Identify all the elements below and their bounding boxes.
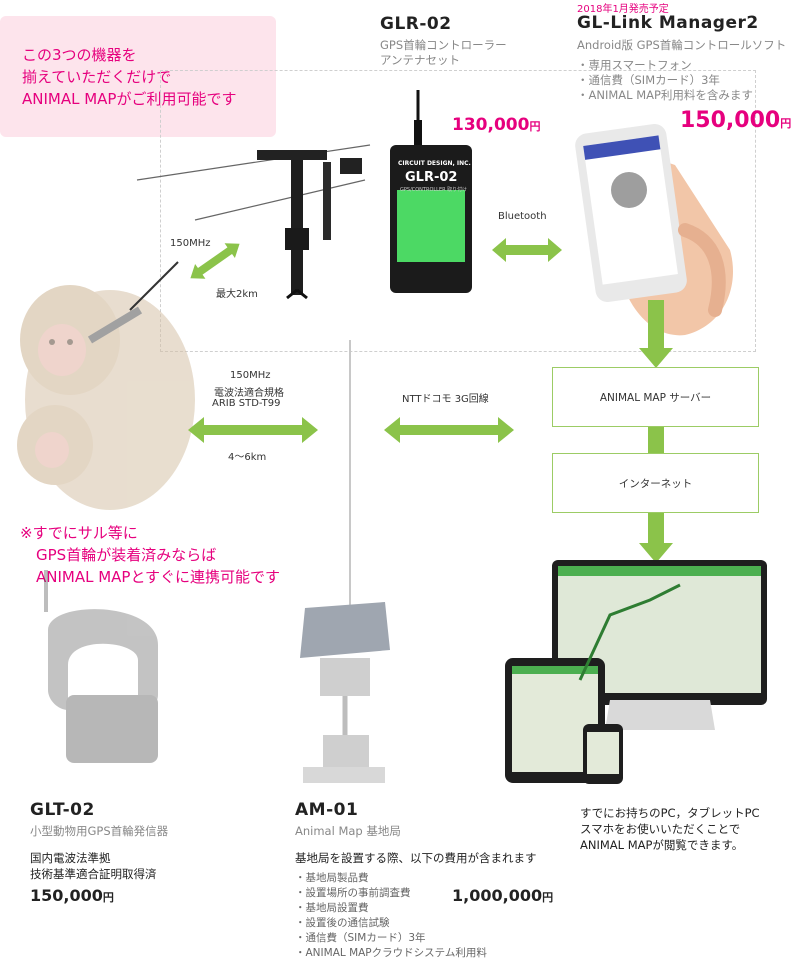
notice-line-3: ANIMAL MAPがご利用可能です [22,90,237,108]
gllink-title: GL-Link Manager2 [577,13,759,33]
server-box: ANIMAL MAP サーバー [552,367,759,427]
glr02-title: GLR-02 [380,14,452,34]
arib-label: ARIB STD-T99 [212,398,281,409]
glt02-price-yen: 円 [102,891,114,904]
glt02-subtitle: 小型動物用GPS首輪発信器 [30,824,169,838]
down-arrow-2 [648,427,664,454]
glt02-desc-1: 国内電波法準拠 [30,851,111,865]
ntt-arrow [384,417,514,443]
am01-item-4: ・設置後の通信試験 [295,917,390,929]
am01-subtitle: Animal Map 基地局 [295,824,401,838]
range-4-6-label: 4〜6km [228,452,267,463]
down-arrow-3 [639,513,673,563]
gllink-bullet-1: ・専用スマートフォン [577,58,692,72]
am01-item-1: ・基地局製品費 [295,872,369,884]
glr02-device-model: GLR-02 [405,170,458,185]
server-label: ANIMAL MAP サーバー [599,391,712,404]
notice-line-1: この3つの機器を [22,46,137,64]
mhz150-mid-label: 150MHz [230,370,271,381]
gps-collar-image [44,570,158,763]
gllink-release: 2018年1月発売予定 [577,4,669,15]
devices-image [505,560,767,784]
bluetooth-arrow [492,238,562,262]
max2km-label: 最大2km [216,289,258,300]
am01-item-3: ・基地局設置費 [295,902,369,914]
am01-title: AM-01 [295,800,359,820]
gllink-bullet-3: ・ANIMAL MAP利用料を含みます [577,88,753,102]
notice-box [0,16,276,137]
glr02-subtitle-2: アンテナセット [380,53,461,67]
am01-price-yen: 円 [542,891,554,904]
glr02-device [390,90,472,293]
smartphone-in-hand [575,123,733,336]
devices-note-2: スマホをお使いいただくことで [580,822,741,836]
gllink-bullet-2: ・通信費（SIMカード）3年 [577,73,720,87]
gllink-price: 150,000円 [680,108,791,133]
am01-item-6: ・ANIMAL MAPクラウドシステム利用料 [295,947,487,959]
am01-item-5: ・通信費（SIMカード）3年 [295,932,426,944]
collar-note-line-1: ※すでにサル等に [20,524,138,542]
am01-price-value: 1,000,000 [452,886,543,905]
glr02-price-value: 130,000 [452,115,530,135]
glt02-price-value: 150,000 [30,886,103,905]
mhz150-top-label: 150MHz [170,238,211,249]
glt02-desc-2: 技術基準適合証明取得済 [30,867,157,881]
am01-desc: 基地局を設置する際、以下の費用が含まれます [295,851,537,865]
glr02-price-yen: 円 [529,120,541,133]
glr02-subtitle-1: GPS首輪コントローラー [380,38,507,52]
base-station-image [300,340,390,783]
diagonal-arrow [190,243,240,279]
glt02-title: GLT-02 [30,800,95,820]
gllink-price-value: 150,000 [680,108,781,133]
glr02-device-brand: CIRCUIT DESIGN, INC. [398,160,471,167]
collar-note-line-3: ANIMAL MAPとすぐに連携可能です [36,568,281,586]
gllink-price-yen: 円 [780,117,792,130]
glr02-device-caption: GPS/CONTROLLER 取り付け [400,187,468,193]
am01-item-2: ・設置場所の事前調査費 [295,887,411,899]
internet-box: インターネット [552,453,759,513]
kit-frame [160,70,756,352]
radio-standard-label: 電波法適合規格 [214,388,284,399]
ntt-label: NTTドコモ 3G回線 [402,394,489,405]
bluetooth-label: Bluetooth [498,211,547,222]
down-arrow-1 [639,300,673,368]
am01-price: 1,000,000円 [452,886,553,905]
yagi-antenna [136,144,371,300]
glr02-price: 130,000円 [452,115,540,135]
glt02-price: 150,000円 [30,886,114,905]
devices-note-3: ANIMAL MAPが閲覧できます。 [580,838,744,852]
internet-label: インターネット [618,477,693,490]
collar-note-line-2: GPS首輪が装着済みならば [36,546,217,564]
devices-note-1: すでにお持ちのPC，タブレットPC [580,806,760,820]
monkey-illustration [17,261,195,510]
notice-line-2: 揃えていただくだけで [22,68,172,86]
gllink-subtitle: Android版 GPS首輪コントロールソフト [577,38,787,52]
radio-arrow [188,417,318,443]
